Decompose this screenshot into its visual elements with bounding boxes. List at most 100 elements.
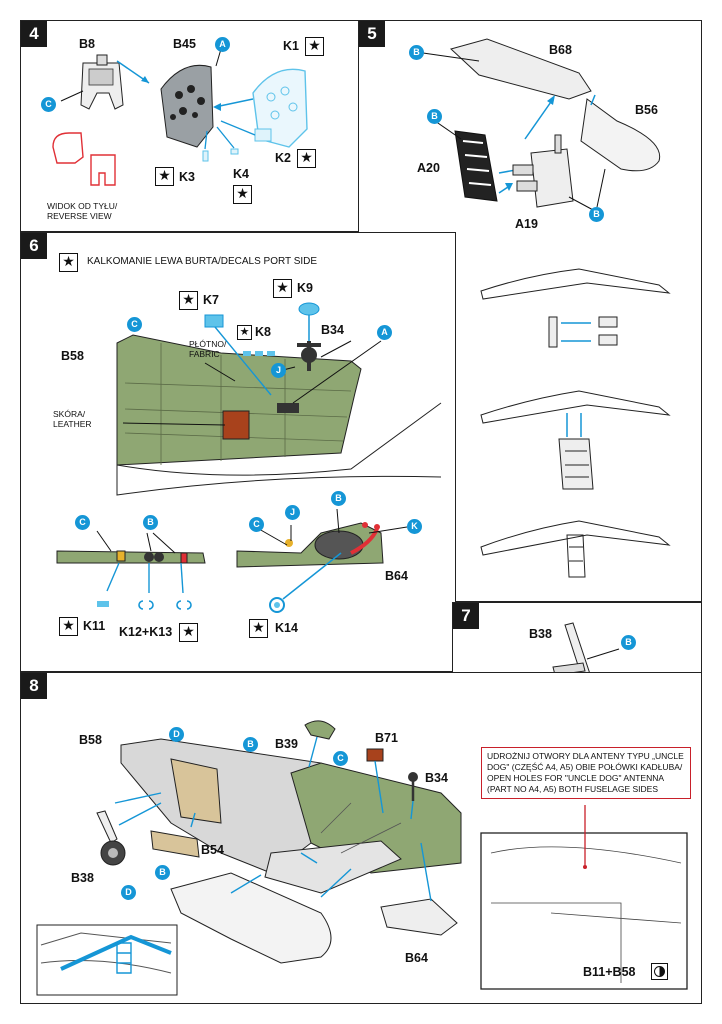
label-k8: K8 <box>255 325 271 339</box>
canopy-view-2 <box>480 390 671 424</box>
callout-b: B <box>331 491 346 506</box>
decal-k13 <box>176 600 192 610</box>
star-icon: ★ <box>179 291 198 310</box>
label-k2: K2 <box>275 151 291 165</box>
step-number: 5 <box>359 21 385 47</box>
label-k3: K3 <box>179 170 195 184</box>
part-a19 <box>512 134 574 208</box>
step-6-panel: 6 <box>20 232 456 672</box>
label-k4: K4 <box>233 167 249 181</box>
step-number: 8 <box>21 673 47 699</box>
decal-k4 <box>230 148 239 155</box>
part-b34 <box>408 772 418 801</box>
decal-k11 <box>97 601 109 607</box>
label-k9: K9 <box>297 281 313 295</box>
part-b34 <box>297 341 321 371</box>
canopy-view-1 <box>480 268 671 300</box>
part-b56 <box>580 98 661 172</box>
step-8-drawing <box>36 720 688 996</box>
star-icon: ★ <box>273 279 292 298</box>
label-k12-k13: K12+K13 <box>119 625 173 639</box>
part-b54 <box>150 830 200 858</box>
star-icon: ★ <box>59 253 78 272</box>
reverse-view-part <box>52 132 116 186</box>
callout-c: C <box>333 751 348 766</box>
label-b68: B68 <box>549 43 572 57</box>
decal-k3 <box>202 150 209 162</box>
callout-b: B <box>621 635 636 650</box>
label-b8: B8 <box>79 37 95 51</box>
canopy-detail <box>548 316 618 348</box>
step-4-drawing <box>52 48 308 186</box>
callout-k: K <box>407 519 422 534</box>
paint-half-icon <box>651 963 668 980</box>
label-b64: B64 <box>385 569 408 583</box>
label-leather: SKÓRA/ LEATHER <box>53 409 92 429</box>
callout-c: C <box>249 517 264 532</box>
callout-c: C <box>41 97 56 112</box>
step-number: 4 <box>21 21 47 47</box>
decal-k14 <box>269 597 285 613</box>
star-icon: ★ <box>233 185 252 204</box>
label-b71: B71 <box>375 731 398 745</box>
label-b54: B54 <box>201 843 224 857</box>
part-a20 <box>454 130 498 202</box>
part-b38 <box>96 810 126 866</box>
canopy-view-3 <box>480 520 671 578</box>
callout-b: B <box>589 207 604 222</box>
part-b64 <box>380 898 458 936</box>
label-k11: K11 <box>83 619 106 633</box>
step-number: 7 <box>453 603 479 629</box>
part-b71 <box>366 748 384 762</box>
nose-piece <box>170 872 332 964</box>
antenna-detail-inset <box>480 832 688 990</box>
label-b38: B38 <box>529 627 552 641</box>
part-b68 <box>450 38 592 100</box>
step-4-panel: 4 <box>20 20 362 232</box>
star-icon: ★ <box>305 37 324 56</box>
ladder-part <box>558 438 594 490</box>
label-b11-b58: B11+B58 <box>583 965 636 979</box>
callout-d: D <box>169 727 184 742</box>
step-number: 6 <box>21 233 47 259</box>
reverse-view-caption: WIDOK OD TYŁU/ REVERSE VIEW <box>47 201 118 221</box>
decal-k1 <box>252 68 308 148</box>
label-a20: A20 <box>417 161 440 175</box>
label-a19: A19 <box>515 217 538 231</box>
callout-c: C <box>127 317 142 332</box>
callout-b: B <box>409 45 424 60</box>
label-b38: B38 <box>71 871 94 885</box>
callout-b: B <box>143 515 158 530</box>
star-icon: ★ <box>59 617 78 636</box>
fuselage-outline <box>116 402 442 496</box>
step-8-panel: 8 <box>20 672 702 1004</box>
decal-k7 <box>204 314 224 328</box>
star-icon: ★ <box>237 325 252 340</box>
label-b58: B58 <box>79 733 102 747</box>
star-icon: ★ <box>297 149 316 168</box>
label-b45: B45 <box>173 37 196 51</box>
decal-k9 <box>298 302 320 316</box>
callout-c: C <box>75 515 90 530</box>
fuselage-interior <box>116 334 362 466</box>
callout-j: J <box>271 363 286 378</box>
part-d-insert <box>170 758 222 824</box>
antenna-note: UDROŻNIJ OTWORY DLA ANTENY TYPU „UNCLE D… <box>481 747 691 799</box>
label-k7: K7 <box>203 293 219 307</box>
label-b34: B34 <box>321 323 344 337</box>
label-b58: B58 <box>61 349 84 363</box>
part-b39 <box>304 720 336 740</box>
star-icon: ★ <box>249 619 268 638</box>
decal-k2 <box>254 128 272 142</box>
callout-a: A <box>215 37 230 52</box>
label-b39: B39 <box>275 737 298 751</box>
callout-d: D <box>121 885 136 900</box>
inset-view <box>36 924 178 996</box>
callout-a: A <box>377 325 392 340</box>
side-console <box>56 550 206 564</box>
star-icon: ★ <box>155 167 174 186</box>
star-icon: ★ <box>179 623 198 642</box>
callout-b: B <box>155 865 170 880</box>
callout-j: J <box>285 505 300 520</box>
label-b34: B34 <box>425 771 448 785</box>
